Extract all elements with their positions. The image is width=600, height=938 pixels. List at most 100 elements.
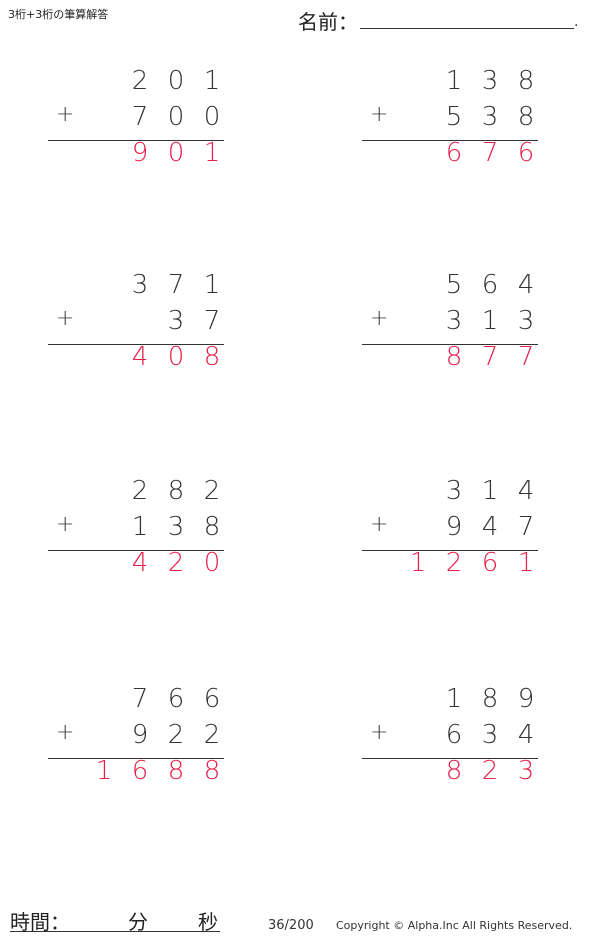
digit: 1 (445, 66, 463, 96)
digit: 1 (95, 756, 113, 786)
digit: 6 (131, 756, 149, 786)
copyright-text: Copyright © Alpha.Inc All Rights Reserve… (336, 919, 573, 932)
digit: 7 (481, 138, 499, 168)
digit: 3 (167, 306, 185, 336)
digit: 4 (517, 476, 535, 506)
digit: 3 (481, 720, 499, 750)
digit: 8 (517, 102, 535, 132)
digit: 2 (131, 66, 149, 96)
page-number: 36/200 (268, 918, 314, 933)
seconds-label: 秒 (198, 910, 218, 934)
digit: 3 (517, 756, 535, 786)
plus-sign: + (370, 306, 389, 331)
digit: 4 (517, 270, 535, 300)
digit: 1 (203, 138, 221, 168)
digit: 3 (445, 476, 463, 506)
digit: 1 (445, 684, 463, 714)
digit: 1 (203, 66, 221, 96)
digit: 8 (517, 66, 535, 96)
digit: 7 (481, 342, 499, 372)
digit: 8 (203, 342, 221, 372)
digit: 8 (167, 476, 185, 506)
sum-rule (48, 758, 224, 759)
digit: 1 (131, 512, 149, 542)
digit: 1 (481, 306, 499, 336)
digit: 2 (167, 720, 185, 750)
digit: 0 (167, 66, 185, 96)
digit: 2 (481, 756, 499, 786)
digit: 2 (203, 720, 221, 750)
digit: 0 (167, 102, 185, 132)
digit: 4 (517, 720, 535, 750)
digit: 9 (131, 138, 149, 168)
digit: 8 (445, 342, 463, 372)
digit: 6 (517, 138, 535, 168)
digit: 0 (203, 102, 221, 132)
digit: 1 (517, 548, 535, 578)
plus-sign: + (56, 720, 75, 745)
digit: 4 (131, 548, 149, 578)
plus-sign: + (56, 102, 75, 127)
digit: 7 (517, 512, 535, 542)
digit: 1 (203, 270, 221, 300)
time-label: 時間： (10, 910, 70, 934)
digit: 6 (445, 720, 463, 750)
digit: 7 (517, 342, 535, 372)
digit: 6 (203, 684, 221, 714)
sum-rule (48, 344, 224, 345)
digit: 5 (445, 102, 463, 132)
digit: 7 (167, 270, 185, 300)
digit: 2 (167, 548, 185, 578)
digit: 9 (517, 684, 535, 714)
digit: 7 (131, 102, 149, 132)
digit: 0 (167, 342, 185, 372)
digit: 7 (203, 306, 221, 336)
digit: 6 (481, 270, 499, 300)
digit: 5 (445, 270, 463, 300)
digit: 2 (203, 476, 221, 506)
name-line-dot: . (574, 14, 579, 30)
digit: 9 (131, 720, 149, 750)
plus-sign: + (370, 720, 389, 745)
time-underline (10, 931, 220, 932)
digit: 2 (131, 476, 149, 506)
digit: 3 (481, 102, 499, 132)
sum-rule (362, 758, 538, 759)
digit: 1 (481, 476, 499, 506)
digit: 7 (131, 684, 149, 714)
sum-rule (48, 550, 224, 551)
minutes-label: 分 (128, 910, 148, 934)
name-label: 名前： (298, 10, 358, 34)
plus-sign: + (370, 512, 389, 537)
digit: 3 (481, 66, 499, 96)
sum-rule (48, 140, 224, 141)
digit: 6 (167, 684, 185, 714)
sum-rule (362, 344, 538, 345)
